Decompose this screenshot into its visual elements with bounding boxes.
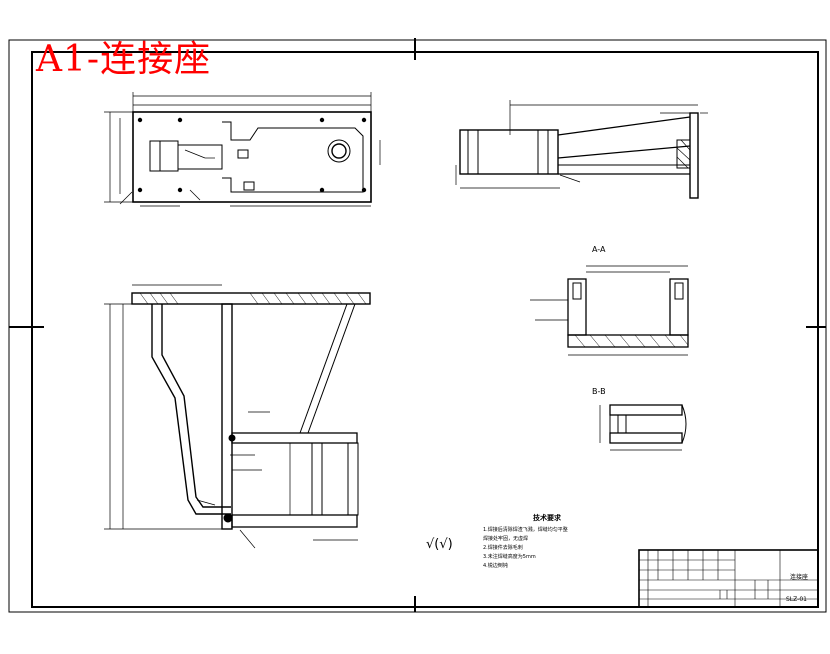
section-label: B-B (592, 387, 606, 396)
tech-req-line: 焊接处牢固，无虚焊 (483, 535, 528, 542)
top-view (104, 92, 381, 207)
part-name: 连接座 (790, 573, 808, 581)
section-label: A-A (592, 245, 606, 254)
title-block: 连接座 SLZ-01 (638, 549, 819, 608)
front-view (104, 284, 371, 549)
technical-requirements: 技术要求 1.焊接后清除焊渣飞溅，焊缝均匀平整 焊接处牢固，无虚焊 2.焊接件去… (426, 513, 568, 569)
tech-req-line: 1.焊接后清除焊渣飞溅，焊缝均匀平整 (483, 526, 568, 533)
tech-req-title: 技术要求 (533, 513, 562, 522)
tech-req-line: 4.锐边倒钝 (483, 562, 508, 569)
section-view-b-b (599, 404, 687, 451)
outer-frame (8, 39, 827, 613)
surface-roughness-symbol: √(√) (426, 537, 453, 552)
tech-req-line: 2.焊接件去除毛刺 (483, 544, 523, 551)
drawing-title: A1-连接座 (36, 39, 212, 80)
section-view-a-a (530, 265, 689, 356)
inner-frame (31, 51, 819, 608)
side-view (455, 100, 708, 199)
tech-req-line: 3.未注焊缝高度为5mm (483, 553, 536, 560)
centering-marks (9, 38, 826, 612)
drawing-number: SLZ-01 (786, 596, 807, 603)
